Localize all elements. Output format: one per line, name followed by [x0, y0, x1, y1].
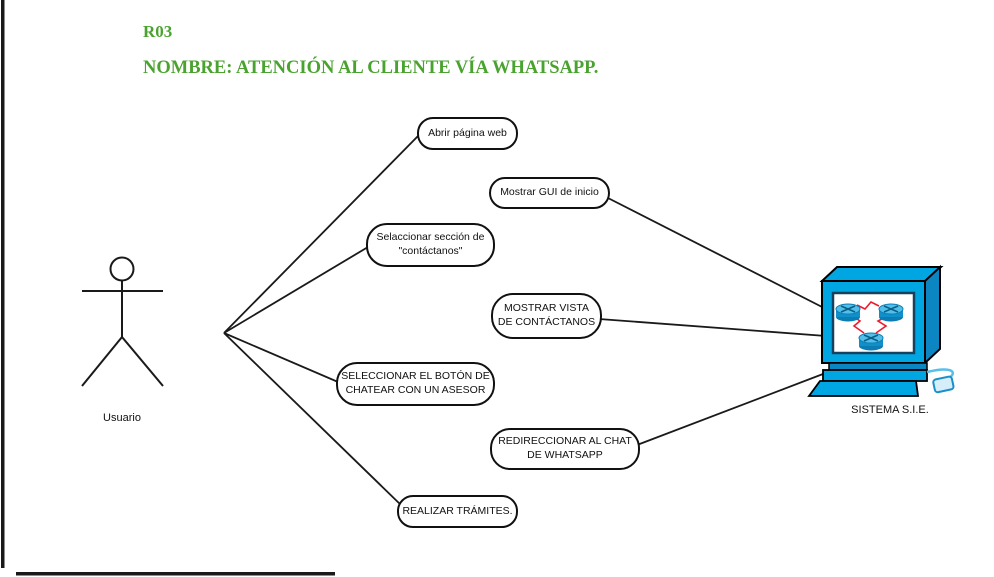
- connector-line: [223, 332, 403, 507]
- monitor-side-face: [924, 264, 941, 366]
- computer-mouse: [932, 375, 955, 394]
- connector-line: [223, 134, 420, 334]
- connector-line: [223, 332, 339, 383]
- use-case-seleccionar-boton-chatear: SELECCIONAR EL BOTÓN DE CHATEAR CON UN A…: [336, 362, 495, 406]
- connector-line: [636, 373, 824, 446]
- use-case-abrir-pagina-web: Abrir página web: [417, 117, 518, 150]
- router-icons: [835, 303, 904, 351]
- connector-line: [605, 196, 827, 310]
- requirement-code: R03: [143, 22, 173, 41]
- actor-label: Usuario: [103, 412, 141, 424]
- actor-connectors: [223, 134, 420, 507]
- actor-right-leg: [121, 336, 164, 387]
- use-case-mostrar-vista-contactanos: MOSTRAR VISTA DE CONTÁCTANOS: [491, 293, 602, 339]
- use-case-mostrar-gui-inicio: Mostrar GUI de inicio: [489, 177, 610, 209]
- actor-figure: [81, 256, 164, 387]
- actor-left-leg: [81, 336, 123, 387]
- computer-base: [822, 369, 928, 382]
- connector-line: [223, 246, 369, 334]
- page-title: NOMBRE: ATENCIÓN AL CLIENTE VÍA WHATSAPP…: [143, 58, 599, 78]
- use-case-redireccionar-chat: REDIRECCIONAR AL CHAT DE WHATSAPP: [490, 428, 640, 470]
- monitor-top-face: [819, 266, 944, 282]
- left-border-line: [1, 0, 5, 568]
- actor-head: [109, 256, 135, 282]
- bottom-border-line: [16, 572, 335, 576]
- network-link: [856, 301, 880, 310]
- computer-base-dark: [828, 362, 928, 371]
- system-label: SISTEMA S.I.E.: [851, 404, 929, 416]
- computer-keyboard: [807, 380, 920, 397]
- system-connectors: [598, 196, 827, 446]
- computer-icon: [807, 264, 955, 397]
- use-case-seleccionar-contactanos: Selaccionar sección de "contáctanos": [366, 223, 495, 267]
- connector-line: [598, 318, 827, 337]
- use-case-realizar-tramites: REALIZAR TRÁMITES.: [397, 495, 518, 528]
